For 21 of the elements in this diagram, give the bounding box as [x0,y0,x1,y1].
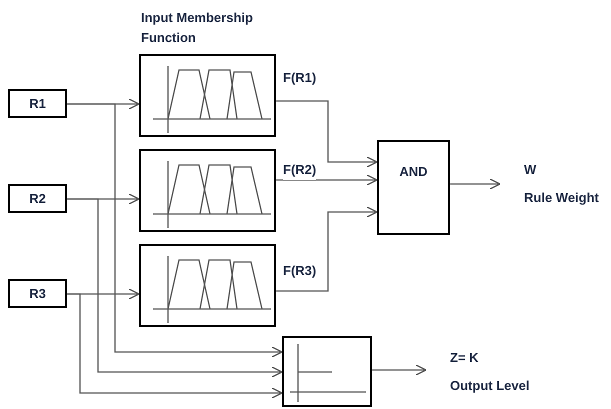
input-box [8,184,67,213]
input-box [8,279,67,308]
box-label: R3 [29,284,46,303]
arrow [67,103,283,358]
arrow [67,293,283,399]
input-box [8,89,67,118]
variable-description: Rule Weight [524,188,600,207]
arrow [67,198,283,378]
box-label: AND [399,163,428,181]
arrow [276,100,378,168]
box-label: R1 [29,94,46,113]
arrow [276,206,378,292]
heading: Input Membership Function [141,9,254,47]
variable-description: Output Level [450,376,526,395]
variable-name: W [524,161,538,179]
arrow [276,174,378,186]
arrow [450,178,501,190]
variable-name: Z= K [450,349,480,367]
arrow [372,364,427,376]
box-label: R2 [29,190,46,208]
and-operator-box [377,140,450,235]
